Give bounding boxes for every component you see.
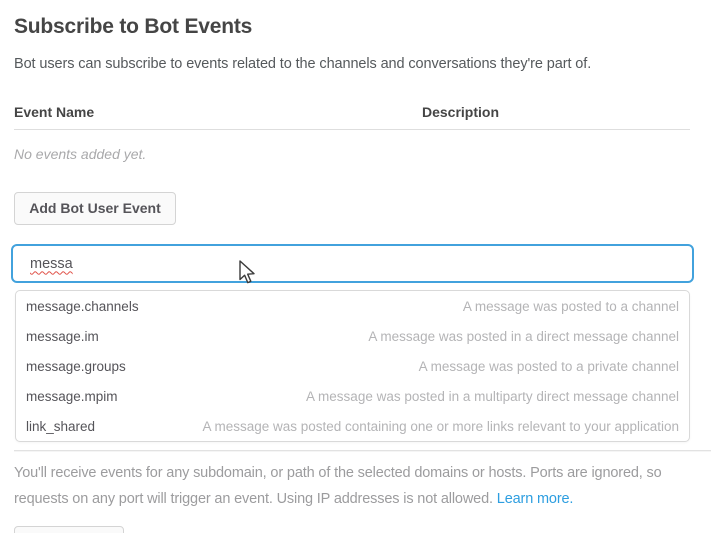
suggestion-row-message-groups[interactable]: message.groups A message was posted to a… [16, 351, 689, 381]
event-suggestions-dropdown: message.channels A message was posted to… [15, 290, 690, 442]
footer-note: You'll receive events for any subdomain,… [14, 460, 704, 512]
suggestion-row-message-mpim[interactable]: message.mpim A message was posted in a m… [16, 381, 689, 411]
suggestion-name: message.channels [26, 298, 139, 314]
suggestion-name: message.groups [26, 358, 126, 374]
suggestion-description: A message was posted to a channel [462, 298, 679, 314]
footer-line-1: You'll receive events for any subdomain,… [14, 465, 662, 481]
column-header-description: Description [422, 104, 500, 120]
footer-line-2: requests on any port will trigger an eve… [14, 491, 493, 507]
section-divider [14, 450, 711, 451]
suggestion-name: message.im [26, 328, 99, 344]
page-title: Subscribe to Bot Events [14, 15, 253, 38]
table-divider [14, 129, 690, 130]
add-bot-user-event-button[interactable]: Add Bot User Event [14, 192, 176, 225]
suggestion-name: message.mpim [26, 388, 118, 404]
partial-bottom-button[interactable] [14, 526, 124, 533]
event-search-input[interactable]: messa [11, 244, 694, 283]
column-header-event-name: Event Name [14, 104, 95, 120]
suggestion-description: A message was posted to a private channe… [418, 358, 679, 374]
suggestion-description: A message was posted containing one or m… [202, 418, 679, 434]
suggestion-row-link-shared[interactable]: link_shared A message was posted contain… [16, 411, 689, 441]
suggestion-row-message-channels[interactable]: message.channels A message was posted to… [16, 291, 689, 321]
page-subtitle: Bot users can subscribe to events relate… [14, 56, 592, 72]
suggestion-name: link_shared [26, 418, 96, 434]
suggestion-description: A message was posted in a multiparty dir… [306, 388, 679, 404]
learn-more-link[interactable]: Learn more. [496, 491, 574, 507]
empty-state-message: No events added yet. [14, 146, 147, 162]
event-search-value: messa [30, 255, 73, 272]
suggestion-description: A message was posted in a direct message… [368, 328, 679, 344]
suggestion-row-message-im[interactable]: message.im A message was posted in a dir… [16, 321, 689, 351]
